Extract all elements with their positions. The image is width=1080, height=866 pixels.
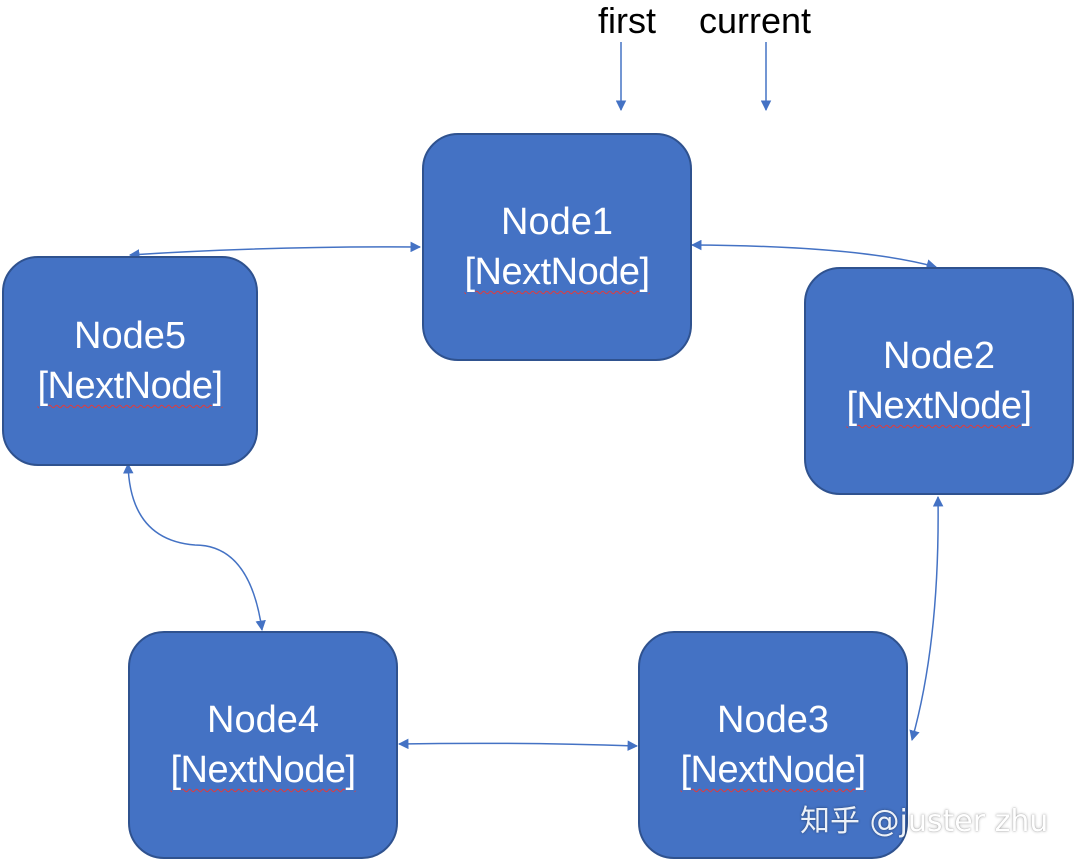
link-node3-node4	[397, 738, 639, 751]
node-5-field: [NextNode]	[37, 365, 223, 407]
node-2-name: Node2	[883, 335, 995, 377]
node-2: Node2 [NextNode]	[804, 267, 1074, 495]
current-pointer-label: current	[699, 0, 812, 41]
link-node1-node5	[128, 241, 422, 260]
node-3: Node3 [NextNode]	[638, 631, 908, 859]
node-5-name: Node5	[74, 315, 186, 357]
node-1-field: [NextNode]	[464, 251, 650, 293]
node-1: Node1 [NextNode]	[422, 133, 692, 361]
watermark: 知乎 @juster zhu	[800, 804, 1049, 839]
node-2-field: [NextNode]	[846, 385, 1032, 427]
node-3-name: Node3	[717, 699, 829, 741]
node-3-field: [NextNode]	[680, 749, 866, 791]
node-5: Node5 [NextNode]	[2, 256, 258, 466]
node-4-field: [NextNode]	[170, 749, 356, 791]
node-4-name: Node4	[207, 699, 319, 741]
link-node2-node3	[909, 495, 944, 742]
link-node4-node5	[123, 462, 266, 632]
node-4: Node4 [NextNode]	[128, 631, 398, 859]
link-node1-node2	[690, 239, 938, 270]
first-pointer-label: first	[598, 0, 656, 41]
node-1-name: Node1	[501, 201, 613, 243]
